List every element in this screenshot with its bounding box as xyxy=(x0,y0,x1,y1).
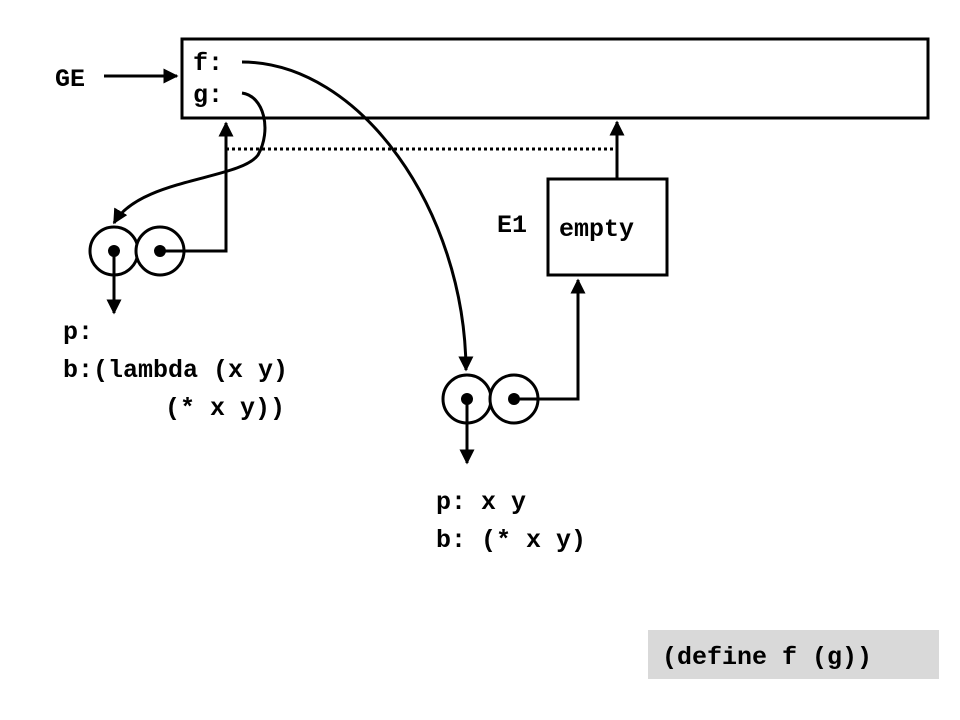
caption-text: (define f (g)) xyxy=(662,643,872,672)
env-e1-content: empty xyxy=(559,215,634,244)
global-env-label: GE xyxy=(55,65,85,94)
env-e1-frame xyxy=(546,177,669,277)
f-env-arrow xyxy=(514,278,586,401)
g-body-line1: b:(lambda (x y) xyxy=(63,356,288,385)
binding-f-label: f: xyxy=(193,49,223,78)
g-params: p: xyxy=(63,318,93,347)
g-body-line2: (* x y)) xyxy=(165,394,285,423)
f-body: b: (* x y) xyxy=(436,526,586,555)
f-params: p: x y xyxy=(436,488,526,517)
g-env-arrow xyxy=(160,121,234,253)
caption-background xyxy=(648,630,939,679)
env-e1-label: E1 xyxy=(497,211,527,240)
binding-g-label: g: xyxy=(193,81,223,110)
f-binding-arrow xyxy=(241,60,474,372)
global-env-frame xyxy=(180,37,930,120)
g-binding-arrow xyxy=(112,91,267,225)
